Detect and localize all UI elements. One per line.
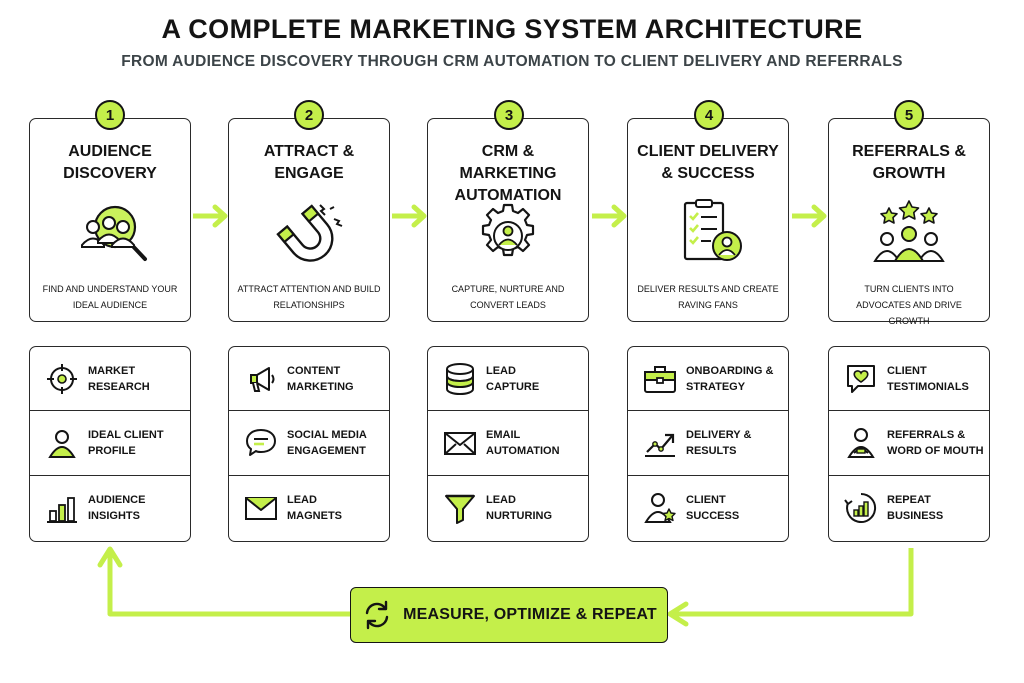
list-item: REPEAT BUSINESS bbox=[829, 476, 989, 540]
funnel-icon bbox=[445, 494, 475, 524]
list-item-label: DELIVERY & RESULTS bbox=[686, 428, 752, 457]
flow-arrow-icon bbox=[592, 204, 627, 228]
list-item: LEAD NURTURING bbox=[428, 476, 588, 540]
envelope-icon bbox=[245, 496, 277, 520]
handshake-icon bbox=[847, 427, 875, 458]
loop-label: MEASURE, OPTIMIZE & REPEAT bbox=[403, 606, 657, 623]
growth-cycle-icon bbox=[844, 492, 877, 523]
list-item: DELIVERY & RESULTS bbox=[628, 411, 788, 476]
stage-items-list: CONTENT MARKETING SOCIAL MEDIA ENGAGEMEN… bbox=[228, 346, 390, 542]
list-item-label: CONTENT MARKETING bbox=[287, 364, 354, 393]
list-item: ONBOARDING & STRATEGY bbox=[628, 347, 788, 412]
stage-title: REFERRALS & GROWTH bbox=[852, 143, 966, 182]
stage-items-list: ONBOARDING & STRATEGY DELIVERY & RESULTS… bbox=[627, 346, 789, 542]
list-item: CLIENT SUCCESS bbox=[628, 476, 788, 540]
list-item-label: EMAIL AUTOMATION bbox=[486, 428, 560, 457]
gear-user-icon bbox=[481, 203, 535, 257]
list-item: LEAD MAGNETS bbox=[229, 476, 389, 540]
list-item-label: ONBOARDING & STRATEGY bbox=[686, 364, 774, 393]
stage-card-crm-automation: CRM & MARKETING AUTOMATION CAPTURE, NURT… bbox=[427, 118, 589, 322]
stage-items-list: LEAD CAPTURE EMAIL AUTOMATION LEAD NURTU… bbox=[427, 346, 589, 542]
group-stars-icon bbox=[873, 200, 945, 262]
list-item-label: IDEAL CLIENT PROFILE bbox=[88, 428, 164, 457]
stage-description: FIND AND UNDERSTAND YOUR IDEAL AUDIENCE bbox=[42, 284, 178, 310]
stage-description: TURN CLIENTS INTO ADVOCATES AND DRIVE GR… bbox=[856, 284, 962, 326]
list-item-label: REPEAT BUSINESS bbox=[887, 493, 944, 522]
list-item-label: LEAD MAGNETS bbox=[287, 493, 342, 522]
stage-title: ATTRACT & ENGAGE bbox=[263, 143, 355, 182]
target-icon bbox=[47, 363, 77, 394]
list-item: AUDIENCE INSIGHTS bbox=[30, 476, 190, 540]
bar-chart-icon bbox=[47, 496, 77, 523]
stage-number-badge: 5 bbox=[894, 100, 924, 130]
flow-arrow-icon bbox=[792, 204, 827, 228]
list-item-label: CLIENT TESTIMONIALS bbox=[887, 364, 969, 393]
stage-title: CLIENT DELIVERY & SUCCESS bbox=[637, 143, 779, 182]
list-item: IDEAL CLIENT PROFILE bbox=[30, 411, 190, 476]
user-star-icon bbox=[644, 492, 676, 523]
mail-icon bbox=[444, 431, 476, 455]
audience-search-icon bbox=[81, 205, 147, 261]
magnet-icon bbox=[276, 204, 343, 262]
stage-number-badge: 3 bbox=[494, 100, 524, 130]
stage-card-attract-engage: ATTRACT & ENGAGE ATTRACT ATTENTION AND B… bbox=[228, 118, 390, 322]
megaphone-icon bbox=[250, 366, 275, 392]
heart-chat-icon bbox=[847, 364, 875, 393]
list-item-label: CLIENT SUCCESS bbox=[686, 493, 740, 522]
stage-items-list: CLIENT TESTIMONIALS REFERRALS & WORD OF … bbox=[828, 346, 990, 542]
measure-optimize-repeat-box: MEASURE, OPTIMIZE & REPEAT bbox=[350, 587, 668, 643]
stage-card-client-delivery: CLIENT DELIVERY & SUCCESS DELIVER RESULT… bbox=[627, 118, 789, 322]
list-item: LEAD CAPTURE bbox=[428, 347, 588, 412]
chat-bubble-icon bbox=[246, 428, 276, 456]
list-item: REFERRALS & WORD OF MOUTH bbox=[829, 411, 989, 476]
list-item-label: AUDIENCE INSIGHTS bbox=[88, 493, 146, 522]
stage-title: CRM & MARKETING AUTOMATION bbox=[454, 143, 562, 204]
flow-arrow-icon bbox=[392, 204, 427, 228]
briefcase-icon bbox=[644, 365, 676, 393]
user-profile-icon bbox=[48, 429, 76, 458]
list-item: MARKET RESEARCH bbox=[30, 347, 190, 412]
stage-number-badge: 2 bbox=[294, 100, 324, 130]
stage-description: CAPTURE, NURTURE AND CONVERT LEADS bbox=[451, 284, 565, 310]
list-item: CLIENT TESTIMONIALS bbox=[829, 347, 989, 412]
list-item-label: SOCIAL MEDIA ENGAGEMENT bbox=[287, 428, 367, 457]
stage-items-list: MARKET RESEARCH IDEAL CLIENT PROFILE AUD… bbox=[29, 346, 191, 542]
database-icon bbox=[446, 362, 474, 395]
stage-number-badge: 1 bbox=[95, 100, 125, 130]
list-item-label: MARKET RESEARCH bbox=[88, 364, 150, 393]
list-item: CONTENT MARKETING bbox=[229, 347, 389, 412]
list-item-label: REFERRALS & WORD OF MOUTH bbox=[887, 428, 984, 457]
stage-description: DELIVER RESULTS AND CREATE RAVING FANS bbox=[637, 284, 779, 310]
checklist-user-icon bbox=[683, 199, 742, 261]
list-item-label: LEAD NURTURING bbox=[486, 493, 552, 522]
stage-card-audience-discovery: AUDIENCE DISCOVERY FIND AND UNDERSTAND Y… bbox=[29, 118, 191, 322]
list-item: SOCIAL MEDIA ENGAGEMENT bbox=[229, 411, 389, 476]
list-item: EMAIL AUTOMATION bbox=[428, 411, 588, 476]
stage-card-referrals-growth: REFERRALS & GROWTH TURN CLIENTS INTO ADV… bbox=[828, 118, 990, 326]
stage-description: ATTRACT ATTENTION AND BUILD RELATIONSHIP… bbox=[237, 284, 381, 310]
diagram-title: A COMPLETE MARKETING SYSTEM ARCHITECTURE bbox=[161, 14, 863, 44]
diagram-subtitle: FROM AUDIENCE DISCOVERY THROUGH CRM AUTO… bbox=[121, 53, 903, 70]
refresh-cycle-icon bbox=[365, 600, 389, 630]
flow-arrow-icon bbox=[193, 204, 228, 228]
stage-number-badge: 4 bbox=[694, 100, 724, 130]
list-item-label: LEAD CAPTURE bbox=[486, 364, 540, 393]
trend-up-icon bbox=[645, 433, 675, 457]
stage-title: AUDIENCE DISCOVERY bbox=[63, 143, 157, 182]
